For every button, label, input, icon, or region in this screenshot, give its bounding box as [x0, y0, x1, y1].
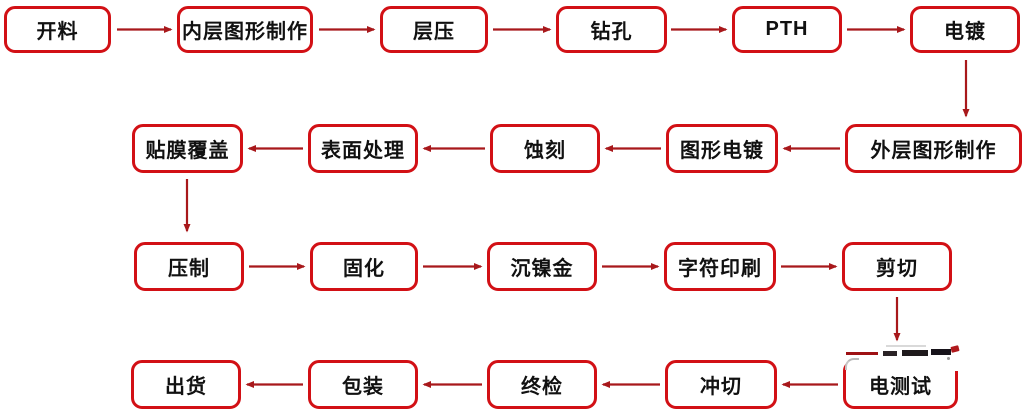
watermark-white-patch — [847, 343, 1009, 371]
node-pth: PTH — [732, 6, 842, 53]
node-enig: 沉镍金 — [487, 242, 597, 291]
node-film-covering: 贴膜覆盖 — [132, 124, 243, 173]
node-label: 终检 — [521, 376, 563, 398]
node-shearing: 剪切 — [842, 242, 952, 291]
node-label: 钻孔 — [590, 21, 633, 43]
watermark-fragment — [886, 345, 926, 347]
node-label: 开料 — [36, 21, 79, 43]
node-label: 外层图形制作 — [870, 140, 997, 162]
node-lamination: 层压 — [380, 6, 488, 53]
node-label: 电测试 — [869, 376, 932, 398]
node-inner-layer-imaging: 内层图形制作 — [177, 6, 313, 53]
node-label: 贴膜覆盖 — [145, 140, 230, 162]
node-label: 内层图形制作 — [182, 21, 308, 43]
node-label: 字符印刷 — [678, 258, 762, 280]
node-packaging: 包装 — [308, 360, 418, 409]
node-label: 包装 — [342, 376, 384, 398]
node-etching: 蚀刻 — [490, 124, 600, 173]
watermark-fragment — [902, 350, 928, 356]
node-cutting: 开料 — [4, 6, 111, 53]
node-label: 出货 — [165, 376, 207, 398]
node-label: 剪切 — [876, 258, 918, 280]
node-final-inspection: 终检 — [487, 360, 597, 409]
node-curing: 固化 — [310, 242, 418, 291]
node-label: 图形电镀 — [680, 140, 764, 162]
node-label: 沉镍金 — [510, 258, 574, 280]
node-label: 冲切 — [700, 376, 742, 398]
node-label: 表面处理 — [321, 140, 405, 162]
watermark-fragment — [845, 358, 859, 370]
node-plating: 电镀 — [910, 6, 1020, 53]
node-label: 固化 — [343, 258, 385, 280]
watermark-fragment — [846, 352, 878, 355]
node-punching: 冲切 — [665, 360, 777, 409]
watermark-fragment — [947, 357, 950, 360]
node-label: 压制 — [168, 258, 210, 280]
node-pattern-plating: 图形电镀 — [666, 124, 778, 173]
node-legend-printing: 字符印刷 — [664, 242, 776, 291]
node-label: 蚀刻 — [524, 140, 566, 162]
node-label: 层压 — [413, 21, 455, 43]
node-shipping: 出货 — [131, 360, 241, 409]
node-label: PTH — [765, 18, 809, 40]
watermark-fragment — [931, 349, 951, 355]
node-label: 电镀 — [944, 21, 986, 43]
watermark-fragment — [883, 351, 897, 356]
node-drilling: 钻孔 — [556, 6, 667, 53]
node-outer-layer-imaging: 外层图形制作 — [845, 124, 1022, 173]
node-surface-treatment: 表面处理 — [308, 124, 418, 173]
node-pressing: 压制 — [134, 242, 244, 291]
